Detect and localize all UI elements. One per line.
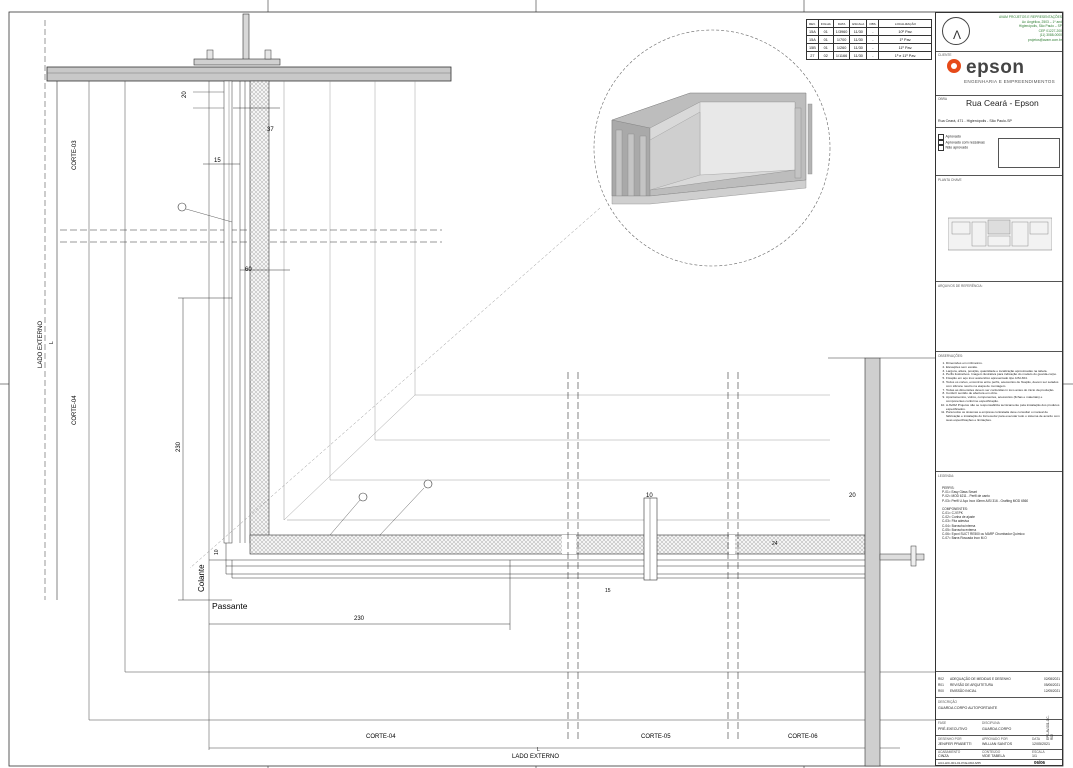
dim-15-bottom: 15	[605, 588, 611, 594]
rev-header: REV.	[806, 19, 819, 28]
reference-files-section: ARQUIVOS DE REFERÊNCIA:	[936, 281, 1062, 351]
dim-230-horizontal: 230	[354, 616, 365, 622]
observations-section: OBSERVAÇÕES: Dimensões em milímetros. El…	[936, 351, 1062, 471]
dim-20-top: 20	[182, 91, 188, 98]
dim-230-vertical: 230	[176, 441, 182, 452]
designer-address: AVAM PROJETOS E REPRESENTAÇÕES Av. Angél…	[999, 15, 1062, 42]
epson-logo-icon	[947, 59, 961, 73]
sheet-border	[8, 11, 1064, 767]
top-slab	[46, 66, 452, 82]
callout-marker-3	[423, 479, 433, 489]
authors-section: DESENHO POR JENIFER PRABETTI APROVADO PO…	[936, 735, 1062, 749]
label-corte-06: CORTE-06	[788, 734, 818, 740]
rev-header: FOLHA	[817, 19, 834, 28]
legend-section: LEGENDA: PERFIS: P-01= Easy Glass Smart …	[936, 471, 1062, 671]
label-lado-externo-vertical: LADO EXTERNO	[38, 321, 44, 368]
rev-header: OBS.	[866, 19, 880, 28]
dim-15: 15	[214, 158, 221, 164]
checkbox-icon	[938, 134, 944, 140]
checkbox-icon	[938, 145, 944, 151]
label-corte-04-horizontal: CORTE-04	[366, 734, 396, 740]
description-section: DESCRIÇÃO GUARDA CORPO AUTOPORTANTE	[936, 697, 1062, 719]
client-section: CLIENTE	[936, 51, 1062, 95]
label-colante: Colante	[197, 564, 206, 592]
obra-address: Rua Ceará, 471 - Higienópolis - São Paul…	[938, 119, 1012, 123]
label-corte-03: CORTE-03	[72, 140, 78, 170]
callout-marker-2	[358, 492, 368, 502]
dim-10-left: 10	[214, 549, 220, 555]
dim-60: 60	[245, 267, 252, 273]
label-passante: Passante	[212, 601, 248, 611]
title-block: Λ AVAM PROJETOS E REPRESENTAÇÕES Av. Ang…	[935, 12, 1063, 766]
rev-header: LOCALIZAÇÃO	[878, 19, 933, 28]
designer-logo: Λ	[942, 17, 970, 45]
label-corte-04-vertical: CORTE-04	[72, 395, 78, 425]
label-l-horizontal: L	[537, 747, 540, 753]
label-l-vertical: L	[49, 341, 55, 344]
label-corte-05: CORTE-05	[641, 734, 671, 740]
approval-option: Aprovado	[938, 134, 985, 140]
vertical-hatch-profile	[249, 80, 270, 544]
dim-37: 37	[267, 127, 274, 133]
rev-header: ESCALA	[849, 19, 868, 28]
dim-20-right: 20	[849, 493, 856, 499]
obra-section: OBRA	[936, 95, 1062, 127]
dim-10: 10	[646, 493, 653, 499]
profile-3d-render	[611, 92, 813, 205]
approval-option: Não aprovado	[938, 145, 985, 151]
right-wall	[864, 357, 881, 767]
code-section: AU4-HIC-001-01-PCE-R02-6/65 06/06	[936, 759, 1062, 767]
obra-title: Rua Ceará - Epson	[966, 98, 1039, 108]
revision-table: REV. FOLHA DATA ESCALA OBS. LOCALIZAÇÃO …	[806, 19, 933, 60]
phase-section: FASE PRÉ-EXECUTIVO DISCIPLINA GUARDA COR…	[936, 719, 1062, 735]
callout-marker-1	[177, 202, 187, 212]
finish-section: ACABAMENTO CINZA CONTEÚDO VIDE TABELA ES…	[936, 749, 1062, 759]
label-lado-externo-horizontal: LADO EXTERNO	[512, 754, 559, 760]
dim-24: 24	[772, 541, 778, 547]
client-brand-sub: ENGENHARIA E EMPREENDIMENTOS	[964, 79, 1056, 84]
key-plan-section: PLANTA CHAVE	[936, 175, 1062, 281]
checkbox-icon	[938, 139, 944, 145]
key-plan-drawing	[948, 217, 1052, 251]
rev-header: DATA	[832, 19, 851, 28]
approval-section: Aprovado Aprovado com ressalvas Não apro…	[936, 127, 1062, 175]
approval-option: Aprovado com ressalvas	[938, 139, 985, 145]
logo-a-icon: Λ	[953, 28, 962, 42]
side-code: EPS-AV-001-GC-R02	[1046, 715, 1055, 740]
stamp-box	[998, 138, 1060, 168]
top-bracket	[242, 13, 250, 61]
client-brand: epson	[966, 57, 1025, 78]
